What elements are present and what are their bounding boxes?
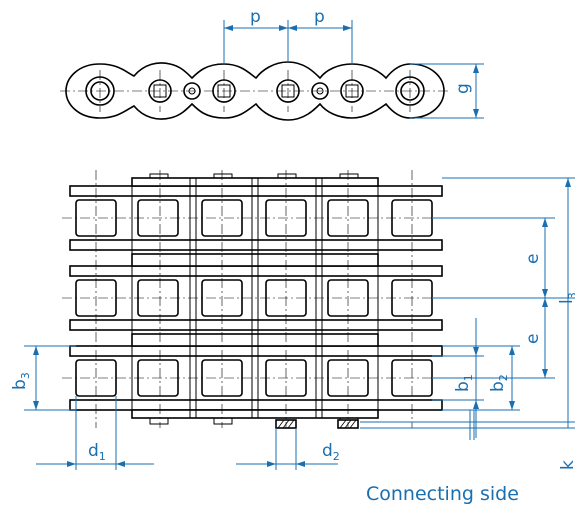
k-label: k — [558, 460, 575, 470]
strand-spacing-label-1: e — [523, 254, 543, 264]
pin-length-label: l3 — [557, 292, 575, 304]
roller-diameter-dimension: d1 — [36, 396, 154, 470]
plate-height-label: g — [453, 83, 473, 94]
roller-diameter-label: d1 — [88, 441, 106, 463]
chain-side-view — [60, 61, 450, 121]
plate-height-plan-dimension: b3 — [10, 345, 76, 411]
pitch-label-2: p — [314, 7, 325, 27]
inner-plate-width-label: b2 — [488, 374, 510, 392]
inner-width-label: b1 — [453, 374, 475, 392]
pin-diameter-label: d2 — [322, 441, 340, 463]
strand-spacing-dimension: e e — [432, 177, 575, 379]
chain-plan-view — [62, 170, 450, 429]
inner-width-dimension: b1 — [432, 318, 484, 438]
k-dimension: k — [360, 410, 575, 470]
pin-heads-top — [149, 173, 359, 179]
pin-diameter-dimension: d2 — [236, 428, 340, 470]
plate-height-plan-label: b3 — [10, 372, 32, 390]
strand-spacing-label-2: e — [523, 334, 543, 344]
connecting-pin-hatch — [275, 419, 359, 429]
connecting-side-caption: Connecting side — [366, 483, 519, 505]
pin-heads-bottom — [149, 417, 359, 425]
pitch-dimension: p p — [223, 7, 353, 64]
plan-center-lines — [62, 170, 450, 428]
pin-length-dimension: l3 — [557, 178, 575, 428]
plate-height-dimension: g — [410, 63, 484, 119]
inner-plate-width-dimension: b2 — [442, 345, 520, 411]
pitch-label-1: p — [250, 7, 261, 27]
